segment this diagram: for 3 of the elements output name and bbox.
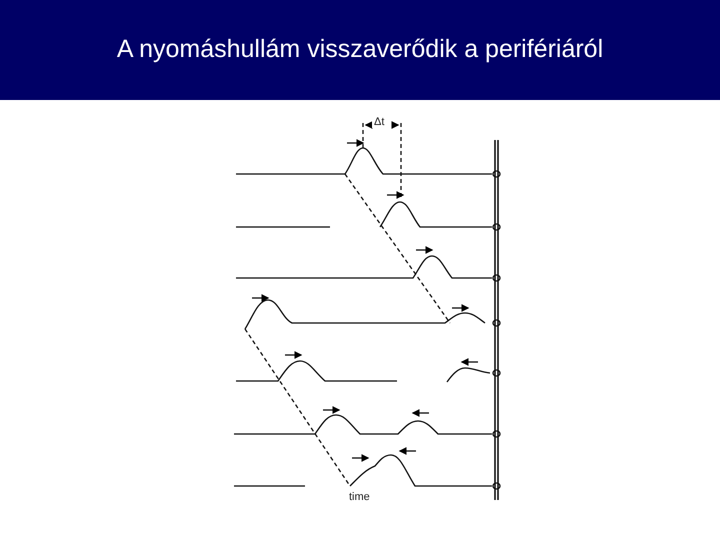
axis-label: time — [349, 492, 370, 503]
title: A nyomáshullám visszaverődik a perifériáról — [116, 34, 604, 66]
time-interval-label: Δt — [372, 117, 386, 128]
